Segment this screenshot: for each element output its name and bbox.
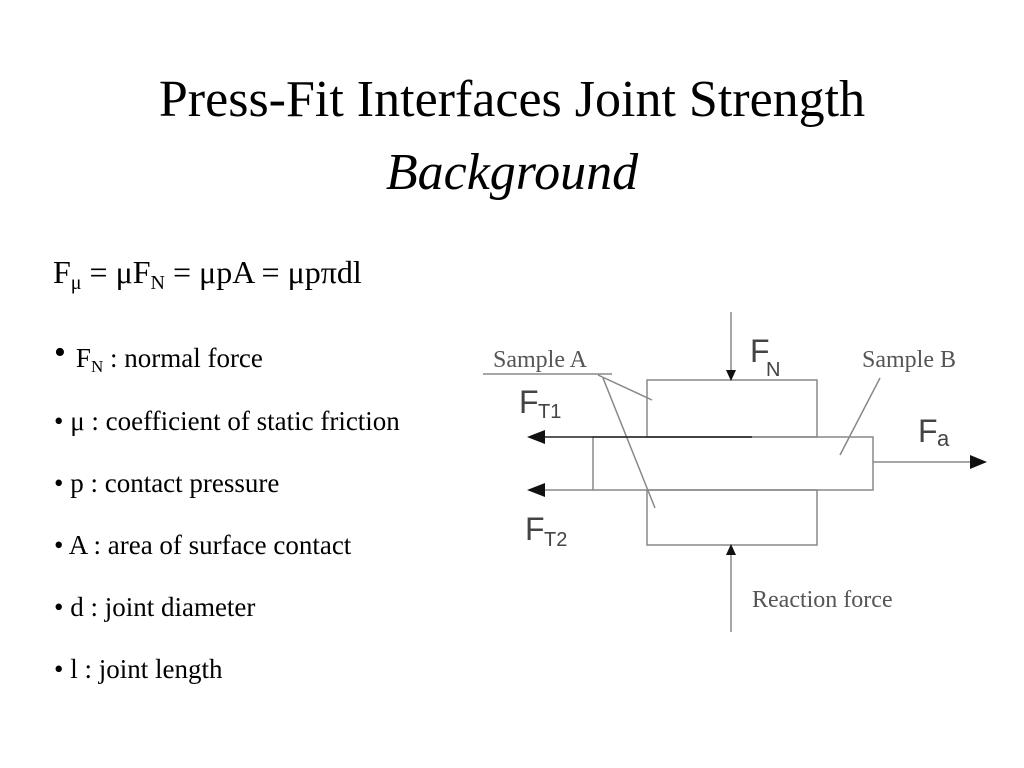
slide-title: Press-Fit Interfaces Joint Strength — [158, 71, 866, 128]
ft2-arrowhead — [527, 483, 545, 497]
bullet-text: l : joint length — [70, 654, 223, 684]
formula-mu-sub: μ — [70, 272, 82, 294]
fa-arrowhead — [970, 455, 987, 469]
lower-block — [646, 489, 818, 546]
sample-a-leader-2 — [602, 377, 656, 509]
sample-b-label: Sample B — [862, 347, 956, 373]
formula-n-sub: N — [150, 272, 165, 294]
bullet-area: • A : area of surface contact — [54, 530, 351, 561]
formula-eq1: = μF — [81, 254, 151, 290]
bullet-pressure: • p : contact pressure — [54, 468, 279, 499]
bullet-symbol-sub: N — [90, 357, 104, 376]
bullet-text: A : area of surface contact — [68, 530, 352, 560]
bullet-symbol: F — [75, 343, 91, 373]
bullet-friction: • μ : coefficient of static friction — [54, 406, 400, 437]
bullet-dot: • — [54, 334, 66, 371]
fn-arrowhead — [726, 370, 736, 381]
bullet-length: • l : joint length — [54, 654, 222, 685]
bullet-normal-force: • FN : normal force — [54, 334, 263, 377]
formula-rest: = μpA = μpπdl — [164, 254, 362, 290]
bullet-dot: • — [54, 406, 71, 436]
bullet-text: μ : coefficient of static friction — [70, 406, 400, 436]
formula-f: F — [53, 254, 71, 290]
diagram-image-overlap — [483, 405, 563, 439]
upper-block — [646, 379, 818, 438]
ft2-label-sub: T2 — [544, 529, 567, 551]
fa-label-sub: a — [937, 426, 950, 451]
reaction-arrowhead — [726, 544, 736, 555]
bullet-dot: • — [54, 592, 71, 622]
sample-a-label: Sample A — [493, 347, 588, 373]
ft2-label: F — [525, 511, 545, 547]
bullet-diameter: • d : joint diameter — [54, 592, 255, 623]
fn-label-sub: N — [766, 359, 780, 381]
bullet-text: p : contact pressure — [70, 468, 280, 498]
bullet-text: d : joint diameter — [70, 592, 256, 622]
shaft — [592, 436, 874, 491]
sample-a-leader-1 — [597, 374, 653, 401]
bullet-dot: • — [54, 468, 71, 498]
bullet-dot: • — [54, 530, 69, 560]
friction-formula: Fμ = μFN = μpA = μpπdl — [53, 254, 362, 295]
sample-b-leader — [839, 377, 881, 456]
reaction-force-label: Reaction force — [752, 587, 893, 613]
slide-subtitle: Background — [385, 144, 639, 201]
fa-label: F — [918, 413, 938, 449]
bullet-text: : normal force — [103, 343, 263, 373]
bullet-dot: • — [54, 654, 71, 684]
fn-label: F — [750, 333, 770, 369]
